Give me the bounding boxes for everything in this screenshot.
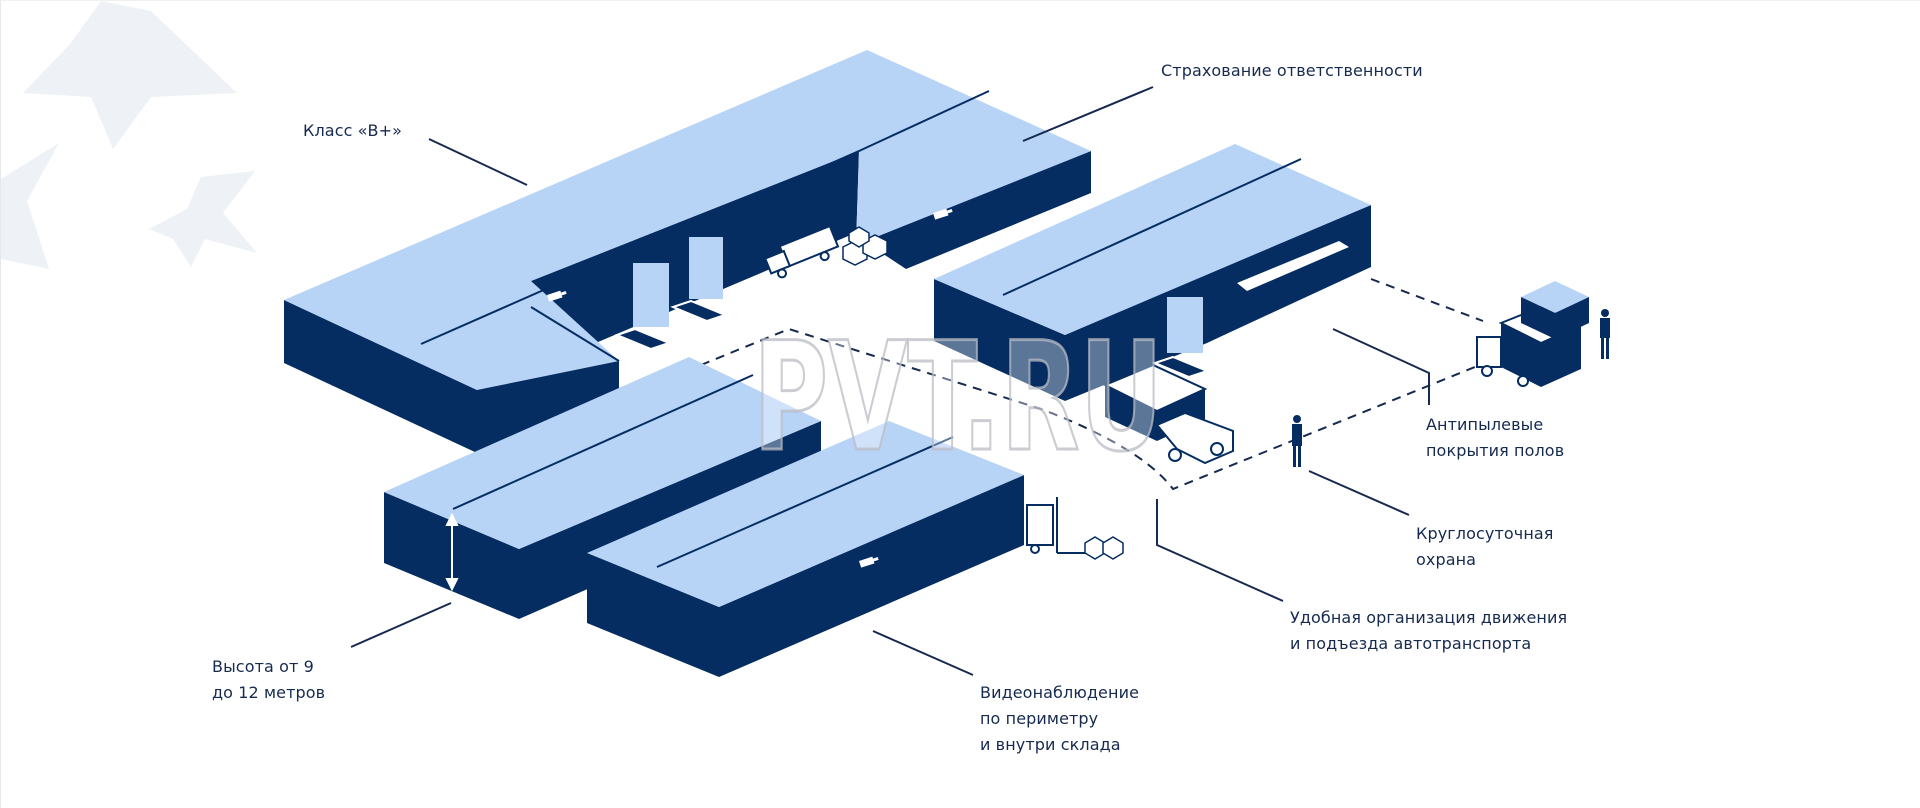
building-d-ridge (656, 436, 954, 568)
callout-traffic-line: Удобная организация движения (1290, 608, 1568, 627)
background-stars (1, 1, 257, 269)
traffic-route (700, 278, 1484, 491)
building-a-annex-ridge (530, 306, 620, 362)
callout-dustproof: Антипылевые покрытия полов (1426, 412, 1564, 464)
leader-lines (350, 86, 1430, 676)
callout-video-line: по периметру (980, 709, 1099, 728)
callout-traffic-line: и подъезда автотранспорта (1290, 634, 1532, 653)
callout-security-line: охрана (1416, 550, 1477, 569)
building-a-ridge (420, 90, 990, 345)
callout-height: Высота от 9 до 12 метров (212, 654, 325, 706)
leader-traffic (1156, 499, 1284, 602)
callout-video-line: Видеонаблюдение (980, 683, 1140, 702)
leader-dustproof (1332, 328, 1430, 405)
callout-insurance-line: Страхование ответственности (1161, 61, 1423, 80)
leader-security (1308, 470, 1410, 516)
building-a-roof (284, 50, 1091, 390)
building-c-ridge (452, 374, 754, 510)
callout-insurance: Страхование ответственности (1161, 58, 1423, 84)
building-b-wall-left (934, 279, 1065, 401)
boxes-icon (842, 226, 888, 266)
leader-class (428, 138, 528, 186)
boxes-icon (1084, 536, 1124, 560)
star-decoration (23, 1, 237, 149)
callout-traffic: Удобная организация движения и подъезда … (1290, 605, 1567, 657)
star-decoration (1, 143, 59, 269)
building-b-wall-front (1065, 205, 1371, 401)
loading-ramp (1152, 355, 1210, 379)
building-d (587, 421, 1024, 677)
callout-height-line: до 12 метров (212, 683, 326, 702)
truck-icon (1102, 363, 1234, 465)
leader-height (350, 602, 452, 648)
dock-door (1317, 301, 1327, 315)
building-b-ridge (1002, 158, 1302, 296)
building-d-wall-front (719, 475, 1024, 677)
building-d-wall-left (587, 553, 719, 677)
boxes-icon (1521, 281, 1589, 339)
dock-door (1167, 297, 1203, 353)
watermark: PVT.RU (753, 311, 1163, 485)
callout-security: Круглосуточная охрана (1416, 521, 1554, 573)
dock-door (689, 237, 723, 299)
callout-security-line: Круглосуточная (1416, 524, 1554, 543)
building-b (934, 144, 1371, 401)
person-icon (1600, 309, 1610, 359)
callout-class-line: Класс «B+» (303, 121, 403, 140)
camera-icon (859, 556, 879, 568)
forklift-icon (1026, 497, 1087, 554)
loading-ramp (614, 327, 672, 351)
star-decoration (149, 171, 257, 267)
building-c-roof (384, 357, 821, 549)
callout-class: Класс «B+» (303, 118, 402, 144)
loading-ramp (670, 299, 728, 323)
callout-video: Видеонаблюдение по периметру и внутри ск… (980, 680, 1139, 758)
camera-icon (547, 290, 567, 302)
callout-height-line: Высота от 9 (212, 657, 314, 676)
camera-icon (933, 208, 953, 220)
loading-platform (1237, 241, 1349, 291)
callout-video-line: и внутри склада (980, 735, 1121, 754)
person-icon (1292, 415, 1302, 467)
building-d-roof (587, 421, 1024, 607)
leader-insurance (1022, 86, 1154, 142)
truck-icon (763, 224, 840, 279)
callout-dustproof-line: покрытия полов (1426, 441, 1565, 460)
leader-video (872, 630, 974, 676)
building-b-roof (934, 144, 1371, 335)
callout-dustproof-line: Антипылевые (1426, 415, 1544, 434)
building-a-wall-left (284, 300, 477, 453)
dock-door (633, 263, 669, 327)
height-arrow-icon (445, 512, 459, 592)
